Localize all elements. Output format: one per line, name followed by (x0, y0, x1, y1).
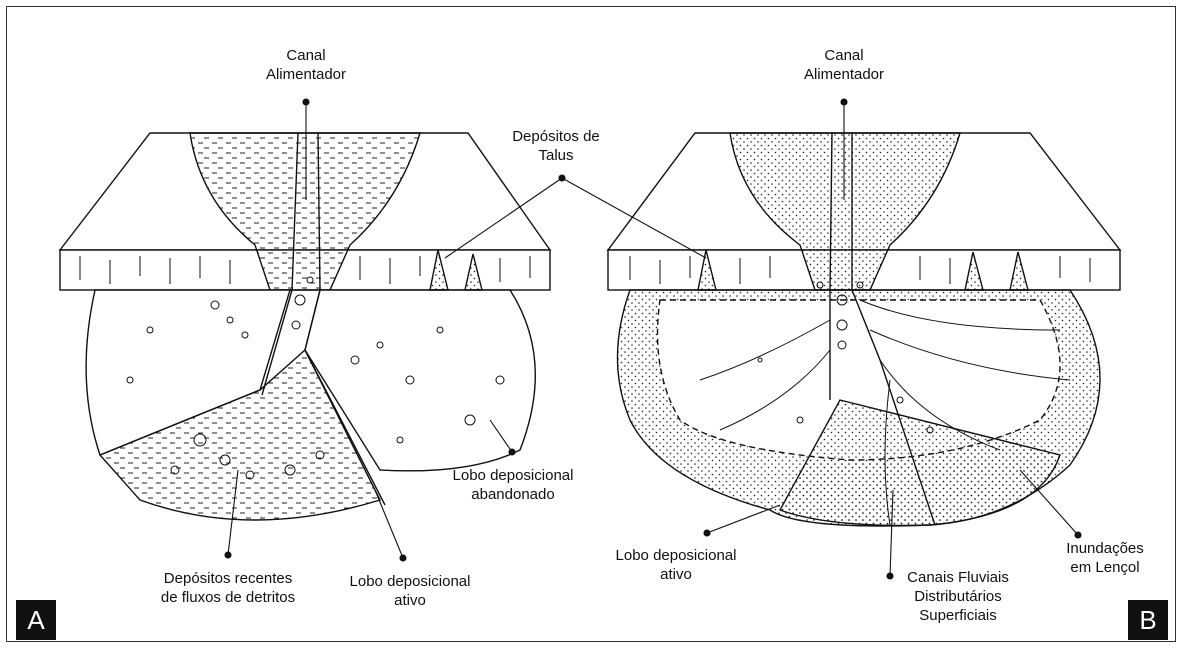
label-a-active-2: ativo (394, 592, 426, 609)
label-a-abandoned-2: abandonado (471, 486, 554, 503)
label-b-canal-2: Alimentador (804, 66, 884, 83)
label-a-active-1: Lobo deposicional (350, 573, 471, 590)
label-b-channels-3: Superficiais (919, 607, 997, 624)
panel-a-diagram (60, 133, 550, 520)
label-a-recent-1: Depósitos recentes (164, 570, 292, 587)
label-b-channels-1: Canais Fluviais (907, 569, 1009, 586)
label-b-active-1: Lobo deposicional (616, 547, 737, 564)
label-b-sheet-2: em Lençol (1070, 559, 1139, 576)
label-a-canal-2: Alimentador (266, 66, 346, 83)
panel-b-badge: B (1128, 600, 1168, 640)
panel-a-badge: A (16, 600, 56, 640)
label-a-canal-1: Canal (286, 47, 325, 64)
label-talus-2: Talus (538, 147, 573, 164)
panel-b-diagram (608, 133, 1120, 526)
label-b-sheet-1: Inundações (1066, 540, 1144, 557)
label-b-channels-2: Distributários (914, 588, 1002, 605)
label-a-recent-2: de fluxos de detritos (161, 589, 295, 606)
label-a-abandoned-1: Lobo deposicional (453, 467, 574, 484)
label-talus-1: Depósitos de (512, 128, 600, 145)
label-b-active-2: ativo (660, 566, 692, 583)
label-b-canal-1: Canal (824, 47, 863, 64)
